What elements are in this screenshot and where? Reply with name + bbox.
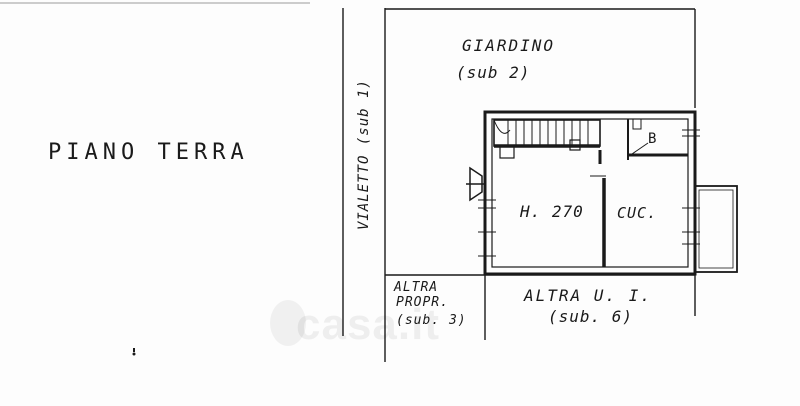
- watermark-logo: [270, 300, 306, 346]
- staircase: [493, 119, 601, 159]
- other-owner-label-line1: ALTRA: [394, 280, 439, 295]
- path-label: VIALETTO (sub 1): [356, 79, 372, 230]
- other-unit-label: ALTRA U. I.: [524, 286, 652, 305]
- other-owner-label-line2: PROPR.: [396, 295, 449, 310]
- garden-label: GIARDINO: [462, 36, 556, 55]
- inner-wall: [491, 118, 689, 268]
- ink-marks: [132, 348, 136, 356]
- watermark: casa.it: [296, 300, 440, 349]
- bathroom-label: B: [648, 131, 658, 147]
- garden-sub-label: (sub 2): [456, 63, 531, 82]
- stair-post-right: [569, 139, 581, 151]
- stair-turn: [493, 119, 511, 134]
- bathroom-fixture: [632, 118, 642, 130]
- living-room-height-label: H. 270: [520, 202, 584, 221]
- balcony-inner: [698, 189, 734, 269]
- stair-steps: [507, 120, 589, 146]
- stair-outline: [493, 119, 601, 147]
- balcony: [694, 185, 738, 273]
- other-unit-sub-label: (sub. 6): [548, 307, 634, 326]
- entrance-step: [469, 166, 483, 202]
- floor-title: PIANO TERRA: [48, 140, 249, 165]
- other-owner-sub-label: (sub. 3): [396, 313, 467, 328]
- stair-post-left: [499, 145, 515, 159]
- kitchen-label: CUC.: [617, 204, 658, 222]
- house-walls: [466, 110, 738, 276]
- bathroom-door: [631, 142, 649, 155]
